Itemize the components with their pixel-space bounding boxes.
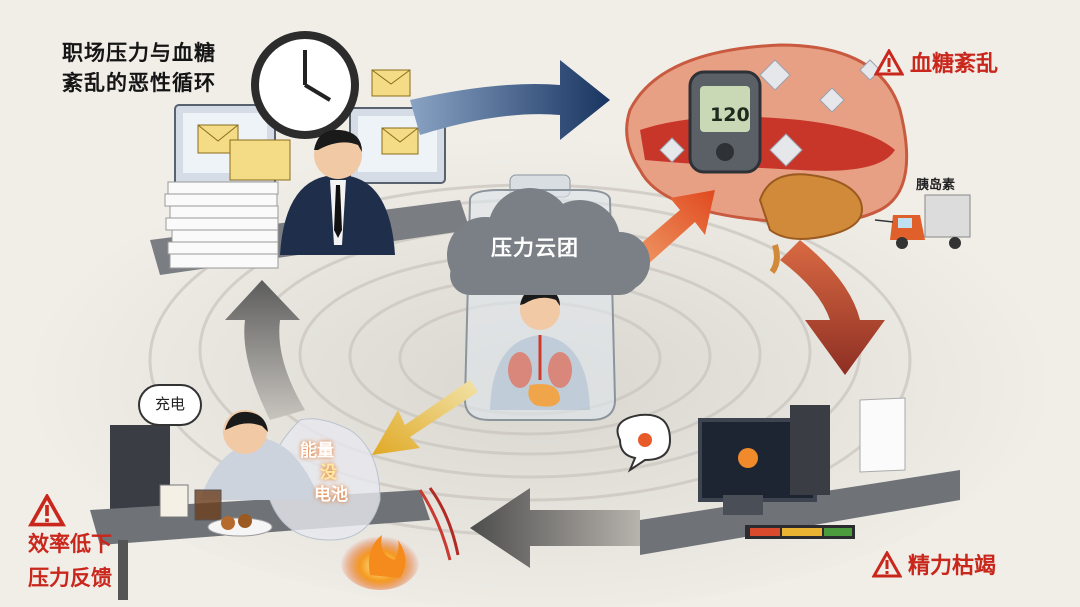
pancreas-icon	[758, 173, 863, 240]
warning-efficiency: 效率低下 压力反馈	[28, 494, 112, 595]
glucose-reading: 120	[710, 104, 750, 126]
report-icon	[859, 397, 906, 473]
insulin-label: 胰岛素	[916, 178, 956, 193]
blood-vessel-scene	[625, 43, 971, 274]
warning-exhaustion: 精力枯竭	[872, 548, 996, 580]
warning-efficiency-line-1: 效率低下	[28, 532, 112, 556]
title-line-2: 紊乱的恶性循环	[62, 71, 216, 95]
stress-cloud-label: 压力云团	[491, 236, 579, 260]
warning-glucose: 血糖紊乱	[874, 46, 998, 78]
battery-line-3: 没	[320, 463, 337, 483]
warning-glucose-label: 血糖紊乱	[910, 52, 999, 77]
energy-battery-label: 能量 没 电池	[300, 440, 348, 506]
warning-triangle-icon	[874, 48, 904, 75]
diagram-title: 职场压力与血糖 紊乱的恶性循环	[62, 38, 216, 98]
stress-cloud-icon	[447, 188, 650, 295]
warning-triangle-icon	[872, 550, 902, 577]
warning-efficiency-line-2: 压力反馈	[28, 566, 112, 590]
fatigued-worker-scene	[90, 410, 460, 600]
truck-icon	[874, 194, 971, 249]
exhausted-computer-scene	[616, 397, 960, 555]
coffee-cup-icon	[159, 484, 189, 518]
arrow-fatigue-to-stress	[225, 280, 305, 420]
battery-line-2: 电池	[314, 485, 348, 505]
arrow-glucose-to-exhaustion	[780, 240, 885, 375]
arrow-exhaustion-to-fatigue	[470, 488, 640, 568]
arrow-stress-to-glucose	[410, 60, 610, 140]
stress-jar	[447, 174, 650, 421]
warning-triangle-icon	[28, 494, 66, 527]
charge-speech-bubble: 充电	[138, 384, 202, 426]
warning-exhaustion-label: 精力枯竭	[908, 554, 997, 579]
arrow-cloud-to-fatigue	[372, 380, 478, 455]
battery-line-1: 能量	[300, 441, 334, 461]
title-line-1: 职场压力与血糖	[62, 41, 216, 65]
